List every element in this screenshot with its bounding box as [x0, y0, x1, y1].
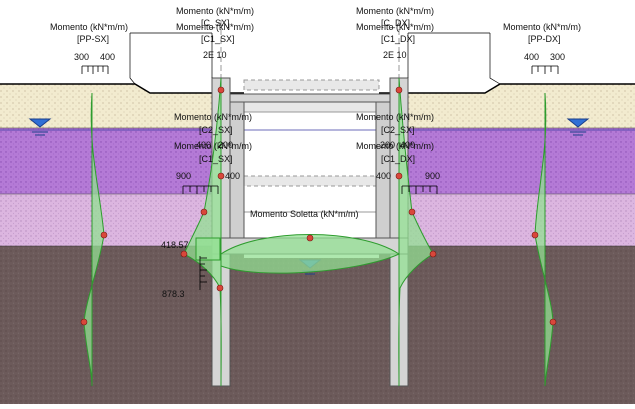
soletta-min-value: 418.57 [161, 240, 189, 250]
water-level-marker-right [566, 118, 590, 128]
moment-diagram-pp-dx [534, 92, 554, 387]
pp-sx-subtitle: [PP-SX] [77, 34, 109, 44]
c-dx-subtitle-2: [C1_DX] [381, 34, 415, 44]
scale-ruler-soletta [199, 256, 207, 290]
soletta-title: Momento Soletta (kN*m/m) [250, 209, 359, 219]
pp-dx-title: Momento (kN*m/m) [503, 22, 581, 32]
scale-ruler-big-sx [182, 185, 219, 194]
c-sx-title-2: Momento (kN*m/m) [176, 22, 254, 32]
scale-ruler-big-dx [401, 185, 438, 194]
c2-dx-scale-b: 400 [400, 140, 415, 150]
moment-marker [306, 234, 314, 242]
scale-ruler-pp-dx [531, 65, 559, 74]
moment-marker [531, 231, 539, 239]
c2-sx-title: Momento (kN*m/m) [174, 112, 252, 122]
c2-sx-scale-a: 400 [196, 140, 211, 150]
moment-marker [200, 208, 208, 216]
moment-marker [217, 86, 225, 94]
c2-sx-scale-b: 200 [218, 140, 233, 150]
big-sx-scale-a: 900 [176, 171, 191, 181]
slab-top [229, 93, 391, 103]
big-dx-scale-a: 400 [376, 171, 391, 181]
pp-sx-scale-b: 400 [100, 52, 115, 62]
c-dx-scale: 2E 10 [383, 50, 407, 60]
pp-dx-subtitle: [PP-DX] [528, 34, 561, 44]
big-sx-scale-b: 400 [225, 171, 240, 181]
moment-marker [395, 172, 403, 180]
moment-marker [395, 86, 403, 94]
c2-sx-subtitle-2: [C1_SX] [199, 154, 233, 164]
moment-diagram-soletta-min-band [195, 237, 221, 261]
pp-dx-scale-b: 300 [550, 52, 565, 62]
c-dx-subtitle: [C_DX] [381, 18, 410, 28]
pp-sx-title: Momento (kN*m/m) [50, 22, 128, 32]
moment-marker [80, 318, 88, 326]
c-sx-subtitle: [C_SX] [201, 18, 230, 28]
moment-marker [549, 318, 557, 326]
c2-sx-subtitle: [C2_SX] [199, 125, 233, 135]
leader-lines [129, 32, 501, 85]
moment-markers [80, 86, 557, 326]
c-dx-title-2: Momento (kN*m/m) [356, 22, 434, 32]
pp-sx-scale-a: 300 [74, 52, 89, 62]
moment-marker [429, 250, 437, 258]
c2-dx-subtitle-2: [C1_DX] [381, 154, 415, 164]
big-dx-scale-b: 900 [425, 171, 440, 181]
moment-marker [216, 284, 224, 292]
scale-ruler-pp-sx [81, 65, 109, 74]
c2-dx-scale-a: 200 [380, 140, 395, 150]
labels: Momento (kN*m/m) [PP-SX] 300 400 Momento… [50, 6, 581, 299]
moment-diagram-pp-sx [83, 92, 105, 387]
moment-marker [217, 172, 225, 180]
c-sx-subtitle-2: [C1_SX] [201, 34, 235, 44]
pp-dx-scale-a: 400 [524, 52, 539, 62]
soletta-max-value: 878.3 [162, 289, 185, 299]
c-sx-scale: 2E 10 [203, 50, 227, 60]
moment-marker [180, 250, 188, 258]
moment-marker [408, 208, 416, 216]
c2-dx-title: Momento (kN*m/m) [356, 112, 434, 122]
c2-dx-title-2: Momento (kN*m/m) [356, 141, 434, 151]
moment-diagrams [83, 77, 554, 387]
c2-dx-subtitle: [C2_SX] [381, 125, 415, 135]
c2-sx-title-2: Momento (kN*m/m) [174, 141, 252, 151]
moment-marker [100, 231, 108, 239]
water-level-marker-left [28, 118, 52, 128]
c-dx-title: Momento (kN*m/m) [356, 6, 434, 16]
moment-diagram-soletta [220, 234, 401, 274]
c-sx-title: Momento (kN*m/m) [176, 6, 254, 16]
